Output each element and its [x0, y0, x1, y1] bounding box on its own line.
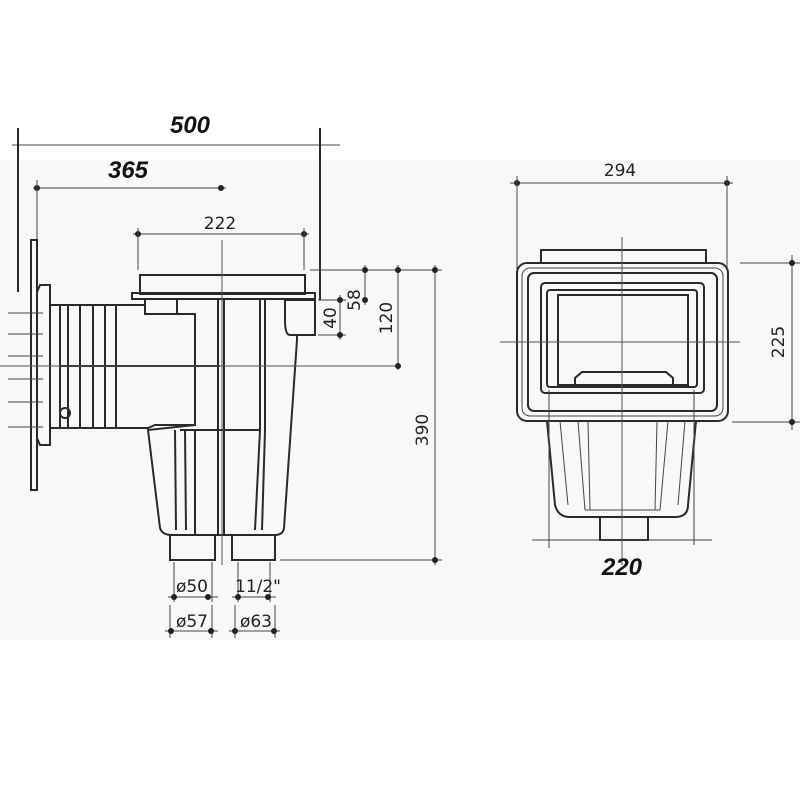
dim-label-pipe-a-outer: ø57	[176, 612, 208, 632]
dim-label-pipe-a-inner: ø50	[176, 577, 208, 597]
dim-label-220: 220	[601, 554, 643, 581]
basket-handle	[574, 371, 674, 385]
pipe-dimensions: ø50 11/2" ø57 ø63	[165, 562, 281, 638]
dimension-225: 225	[732, 255, 800, 430]
dimension-365: 365	[33, 157, 226, 240]
front-view: 294 220 225	[500, 161, 800, 581]
side-view: 500 365 222	[0, 112, 442, 638]
dim-label-58: 58	[345, 289, 365, 311]
dimension-500: 500	[12, 112, 340, 300]
dimension-222: 222	[133, 214, 309, 270]
dim-label-40: 40	[321, 307, 341, 329]
dim-label-120: 120	[377, 302, 397, 334]
dim-label-365: 365	[108, 157, 149, 184]
wall-flange	[30, 239, 38, 491]
bottom-pipe-right	[231, 534, 276, 561]
dim-label-294: 294	[604, 161, 636, 181]
background-band	[0, 160, 800, 640]
dim-label-pipe-b-outer: ø63	[240, 612, 272, 632]
front-opening	[557, 294, 689, 386]
dim-label-225: 225	[769, 326, 789, 358]
vertical-dimensions: 40 58 120 390	[280, 265, 442, 565]
dim-label-390: 390	[413, 414, 433, 446]
flange-screw-lines	[8, 312, 43, 428]
outlet-pipe	[284, 299, 316, 336]
dim-label-pipe-b-inner: 11/2"	[235, 577, 281, 597]
bottom-pipe-left	[169, 534, 216, 561]
dimension-294: 294	[510, 161, 733, 270]
dim-label-500: 500	[170, 112, 211, 139]
dim-label-222: 222	[204, 214, 236, 234]
dimension-220: 220	[532, 390, 712, 581]
